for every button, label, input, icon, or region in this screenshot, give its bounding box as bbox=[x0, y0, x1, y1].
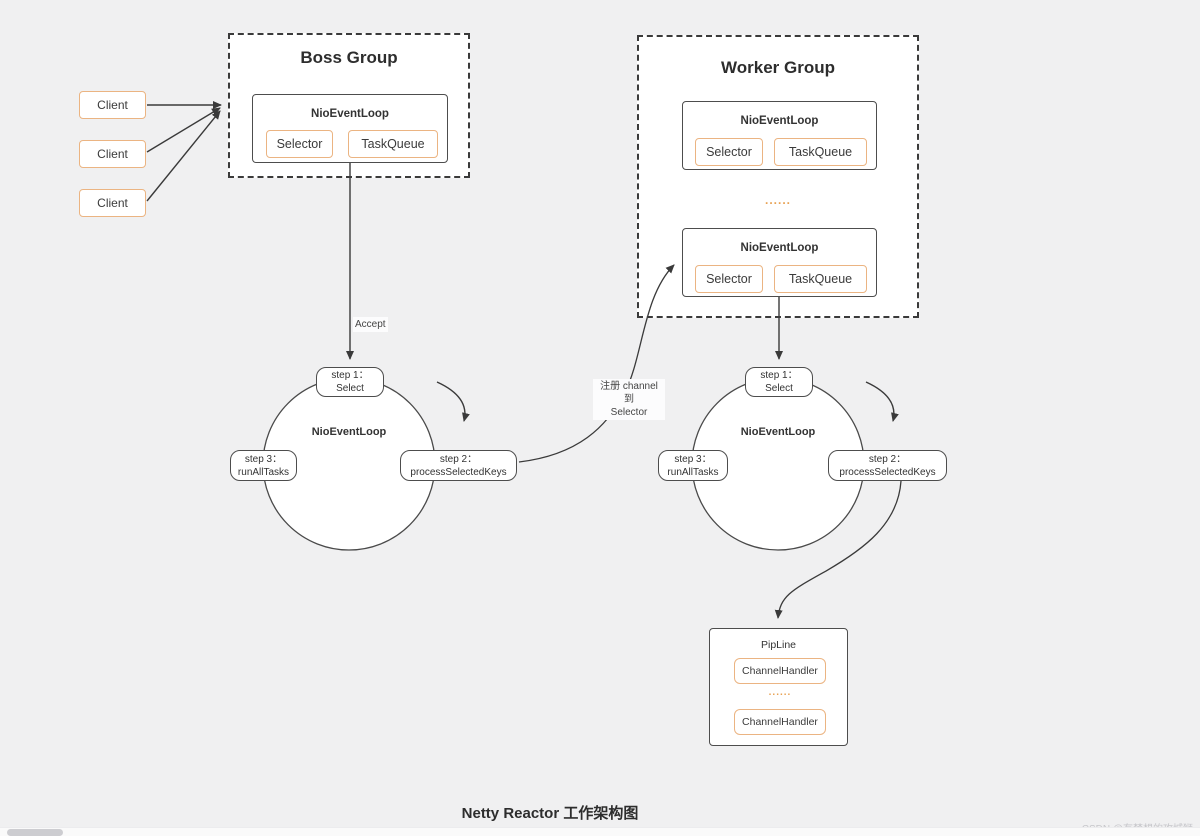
horizontal-scrollbar-thumb[interactable] bbox=[7, 829, 63, 836]
worker-2-selector-box: Selector bbox=[695, 265, 763, 293]
worker-cycle-step2-pill: step 2： processSelectedKeys bbox=[828, 450, 947, 481]
worker-cycle-title: NioEventLoop bbox=[740, 426, 816, 438]
boss-cycle-step3-pill: step 3： runAllTasks bbox=[230, 450, 297, 481]
cycle-to-pipeline-curve-arrow bbox=[774, 480, 902, 619]
worker-group-ellipsis: ...... bbox=[764, 193, 791, 207]
boss-cycle-step1-pill: step 1： Select bbox=[316, 367, 384, 397]
worker-2-taskqueue-box: TaskQueue bbox=[774, 265, 867, 293]
client-box-1: Client bbox=[79, 91, 146, 119]
worker-nioeventloop-2-title: NioEventLoop bbox=[740, 242, 819, 254]
register-channel-edge-label: 注册 channel 到 Selector bbox=[593, 379, 665, 420]
boss-cycle-rotation-arrow bbox=[436, 381, 470, 422]
pipeline-ellipsis: ...... bbox=[768, 687, 792, 698]
boss-nioeventloop-box: NioEventLoop Selector TaskQueue bbox=[252, 94, 448, 163]
worker-nioeventloop-2-box: NioEventLoop Selector TaskQueue bbox=[682, 228, 877, 297]
channel-handler-box-1: ChannelHandler bbox=[734, 658, 826, 684]
boss-cycle-title: NioEventLoop bbox=[311, 426, 387, 438]
client2-to-boss-arrow bbox=[146, 107, 221, 153]
worker-nioeventloop-1-title: NioEventLoop bbox=[740, 115, 819, 127]
pipeline-title: PipLine bbox=[760, 639, 797, 651]
boss-taskqueue-box: TaskQueue bbox=[348, 130, 438, 158]
diagram-title: Netty Reactor 工作架构图 bbox=[461, 805, 639, 822]
client3-to-boss-arrow bbox=[146, 110, 221, 202]
client-box-3: Client bbox=[79, 189, 146, 217]
boss-group-title: Boss Group bbox=[300, 48, 398, 67]
worker-nioeventloop-1-box: NioEventLoop Selector TaskQueue bbox=[682, 101, 877, 170]
worker-group-title: Worker Group bbox=[721, 58, 835, 77]
accept-edge-label: Accept bbox=[353, 317, 388, 332]
horizontal-scrollbar-track[interactable] bbox=[0, 827, 1200, 836]
worker-1-selector-box: Selector bbox=[695, 138, 763, 166]
boss-selector-box: Selector bbox=[266, 130, 333, 158]
boss-cycle-step2-pill: step 2： processSelectedKeys bbox=[400, 450, 517, 481]
worker-cycle-rotation-arrow bbox=[865, 381, 899, 422]
worker-cycle-step1-pill: step 1： Select bbox=[745, 367, 813, 397]
worker-cycle-step3-pill: step 3： runAllTasks bbox=[658, 450, 728, 481]
client-box-2: Client bbox=[79, 140, 146, 168]
boss-nioeventloop-title: NioEventLoop bbox=[311, 108, 389, 120]
pipeline-box: PipLine ChannelHandler ...... ChannelHan… bbox=[709, 628, 848, 746]
worker-1-taskqueue-box: TaskQueue bbox=[774, 138, 867, 166]
channel-handler-box-2: ChannelHandler bbox=[734, 709, 826, 735]
